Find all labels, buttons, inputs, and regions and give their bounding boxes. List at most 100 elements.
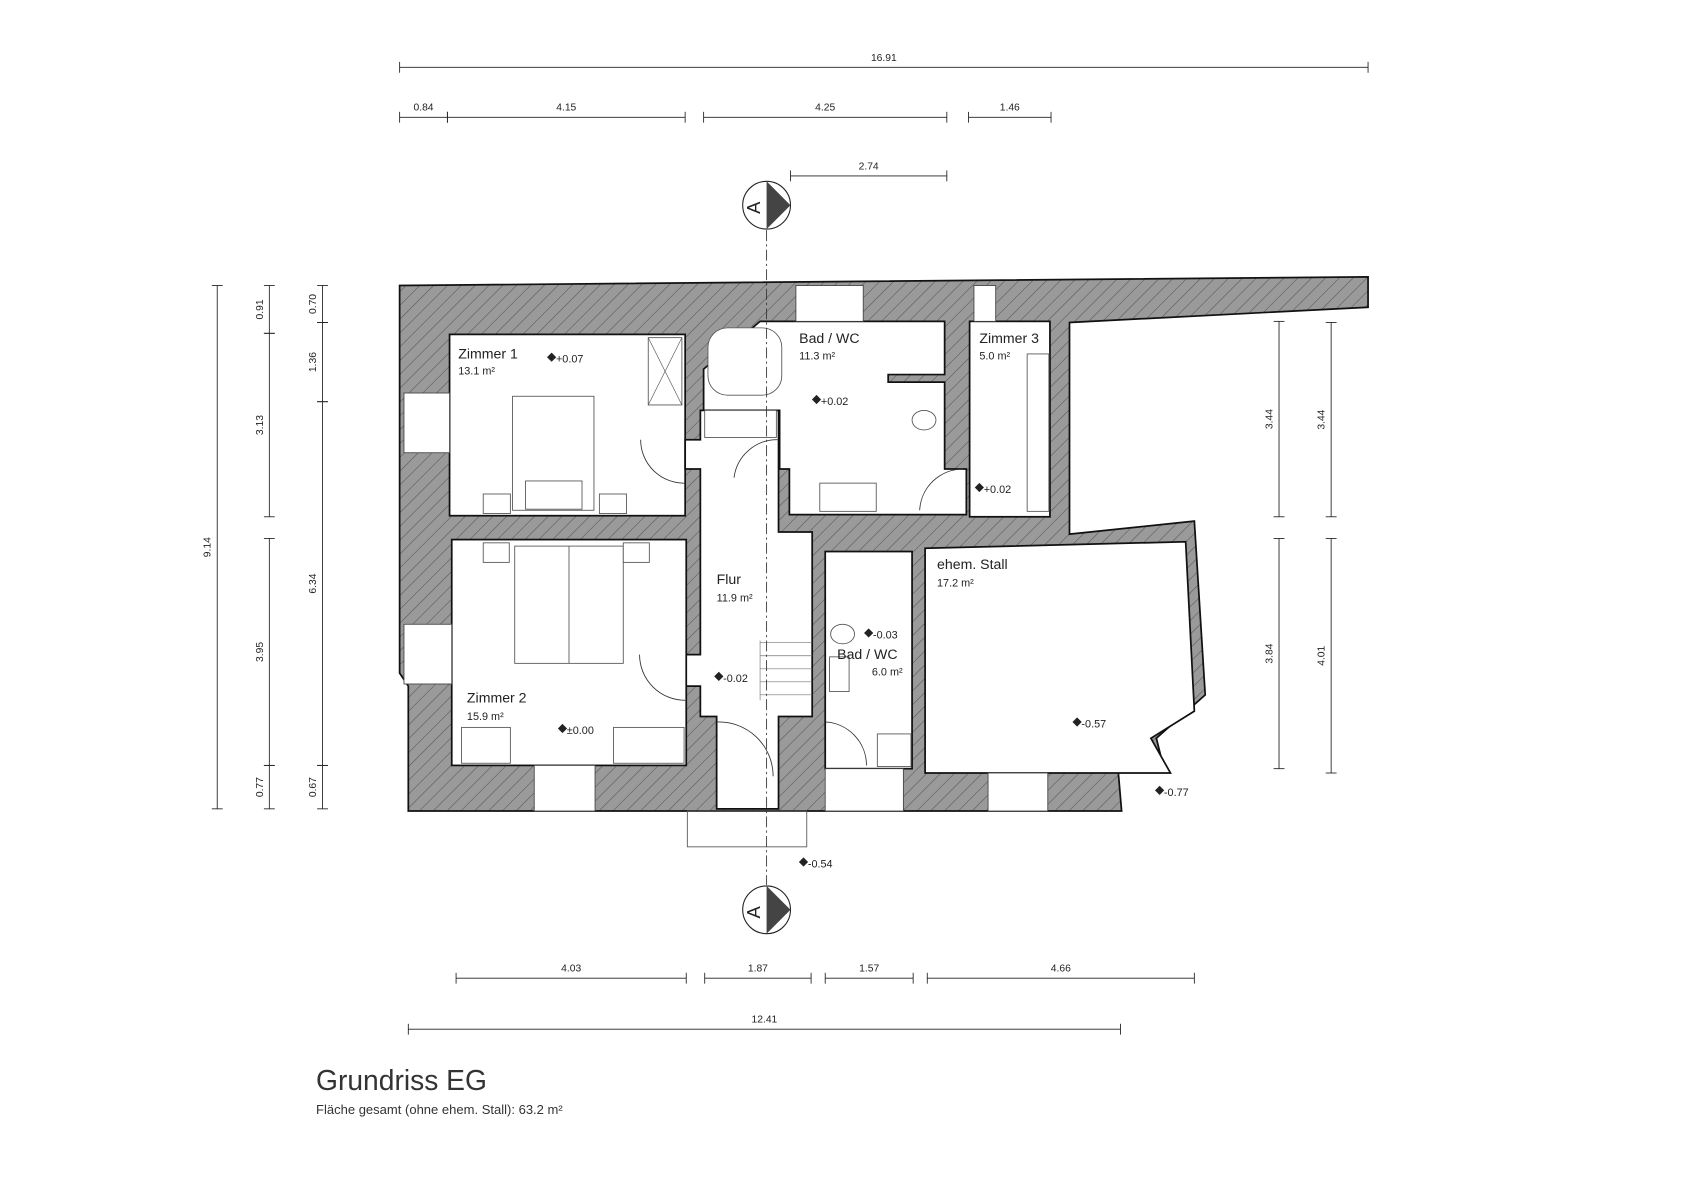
- level-marker-icon: [798, 857, 809, 867]
- dimension-line: 1.36: [308, 322, 328, 403]
- level-marker: -0.54: [798, 857, 833, 870]
- level-markers: +0.07 +0.02 +0.02 -0.02 ±0.00 -0.03 -0.57 -0.77…: [547, 352, 1189, 870]
- level-marker: +0.07: [547, 352, 583, 366]
- level-value: +0.02: [821, 396, 848, 408]
- level-marker-icon: [547, 352, 557, 362]
- dimension-label: 1.46: [1000, 103, 1020, 114]
- dimension-label: 0.84: [413, 103, 433, 114]
- level-marker: -0.02: [714, 671, 748, 685]
- room-area: 11.3 m²: [799, 350, 835, 362]
- dimension-label: 4.15: [556, 103, 576, 114]
- dimension-label: 1.87: [748, 964, 768, 975]
- dimension-label: 9.14: [203, 537, 214, 557]
- dimension-label: 3.44: [1317, 409, 1328, 429]
- level-marker-icon: [974, 482, 984, 493]
- level-value: ±0.00: [567, 725, 594, 737]
- dimension-line: 0.84: [399, 103, 448, 123]
- room-name: Bad / WC: [837, 646, 897, 662]
- dimension-label: 6.34: [308, 573, 319, 593]
- section-marker-top: A: [742, 180, 792, 230]
- furniture: [461, 327, 1050, 767]
- level-marker: -0.77: [1155, 785, 1189, 799]
- dimension-label: 1.36: [308, 352, 319, 372]
- level-marker-icon: [557, 723, 568, 734]
- dimension-line: 1.46: [968, 103, 1052, 123]
- dimension-line: 1.87: [704, 964, 812, 984]
- dimension-line: 0.67: [308, 764, 328, 810]
- level-marker-icon: [1155, 785, 1165, 795]
- level-marker-icon: [714, 671, 724, 681]
- room-area: 5.0 m²: [979, 350, 1010, 362]
- level-value: -0.57: [1081, 718, 1106, 730]
- room-name: Zimmer 2: [467, 689, 527, 705]
- room-area: 17.2 m²: [937, 577, 974, 589]
- level-value: +0.02: [984, 484, 1011, 496]
- room-area: 15.9 m²: [467, 711, 504, 723]
- dimension-line: 4.03: [455, 964, 687, 984]
- windows: [403, 285, 1049, 812]
- dimension-label: 0.67: [308, 777, 319, 797]
- dimension-line: 9.14: [203, 285, 223, 810]
- dimension-line: 4.66: [926, 964, 1195, 984]
- doors: [639, 439, 964, 848]
- dimension-label: 16.91: [871, 53, 897, 64]
- dimension-label: 4.01: [1317, 645, 1328, 665]
- level-value: -0.54: [808, 858, 833, 870]
- level-marker: ±0.00: [557, 723, 594, 737]
- dimension-label: 4.66: [1051, 964, 1071, 975]
- dimension-label: 4.03: [561, 964, 581, 975]
- dimension-line: 3.84: [1265, 538, 1285, 770]
- dimension-line: 2.74: [790, 161, 948, 182]
- room-name: Zimmer 3: [979, 330, 1039, 346]
- dimension-label: 12.41: [752, 1015, 778, 1026]
- dimension-label: 0.77: [255, 777, 266, 797]
- level-value: -0.02: [723, 673, 748, 685]
- dimension-label: 0.91: [255, 299, 266, 319]
- room-name: Zimmer 1: [458, 345, 518, 361]
- dimension-line: 3.13: [255, 332, 275, 518]
- room-area: 13.1 m²: [458, 366, 495, 378]
- dimension-line: 4.25: [703, 103, 948, 123]
- room-name: Bad / WC: [799, 330, 859, 346]
- room-flur: [684, 409, 814, 810]
- room-name: ehem. Stall: [937, 556, 1008, 572]
- section-marker-label: A: [743, 905, 764, 918]
- dimension-line: 12.41: [407, 1015, 1121, 1035]
- dimension-line: 16.91: [399, 53, 1369, 73]
- level-marker-icon: [864, 628, 874, 638]
- level-marker: +0.02: [974, 482, 1011, 496]
- level-marker: +0.02: [811, 394, 848, 408]
- dimension-line: 1.57: [824, 964, 914, 984]
- level-value: -0.77: [1164, 787, 1189, 799]
- dimension-label: 1.57: [859, 964, 879, 975]
- dimension-line: 4.01: [1317, 538, 1337, 774]
- level-marker: -0.03: [864, 628, 898, 641]
- section-marker-label: A: [743, 201, 764, 214]
- dimension-line: 6.34: [308, 401, 328, 766]
- level-marker: -0.57: [1072, 717, 1106, 730]
- dimension-line: 0.70: [308, 285, 328, 323]
- dimension-label: 3.13: [255, 415, 266, 435]
- dimension-label: 4.25: [815, 103, 835, 114]
- room-labels: Zimmer 1 13.1 m² Bad / WC 11.3 m² Zimmer…: [458, 330, 1039, 723]
- room-name: Flur: [717, 571, 742, 587]
- dimension-label: 3.44: [1265, 409, 1276, 429]
- dimension-line: 3.95: [255, 538, 275, 766]
- drawing-subtitle: Fläche gesamt (ohne ehem. Stall): 63.2 m…: [316, 1102, 563, 1117]
- drawing-title: Grundriss EG: [316, 1064, 487, 1096]
- dimension-line: 3.44: [1265, 320, 1285, 518]
- dimension-line: 0.91: [255, 285, 275, 334]
- dimension-line: 3.44: [1317, 322, 1337, 518]
- level-value: +0.07: [556, 354, 583, 366]
- section-marker-bottom: A: [742, 885, 792, 935]
- room-ehem-stall: [924, 540, 1196, 774]
- dimension-label: 3.95: [255, 642, 266, 662]
- level-marker-icon: [1072, 717, 1082, 727]
- dimension-label: 0.70: [308, 294, 319, 314]
- dimension-line: 0.77: [255, 764, 275, 810]
- dimension-label: 3.84: [1265, 643, 1276, 663]
- dimensions: 16.91 0.84 4.15 4.25 1.46 2.74 4.03 1.87 1.57 4.6…: [203, 53, 1369, 1035]
- level-value: -0.03: [873, 629, 898, 641]
- room-area: 6.0 m²: [872, 666, 903, 678]
